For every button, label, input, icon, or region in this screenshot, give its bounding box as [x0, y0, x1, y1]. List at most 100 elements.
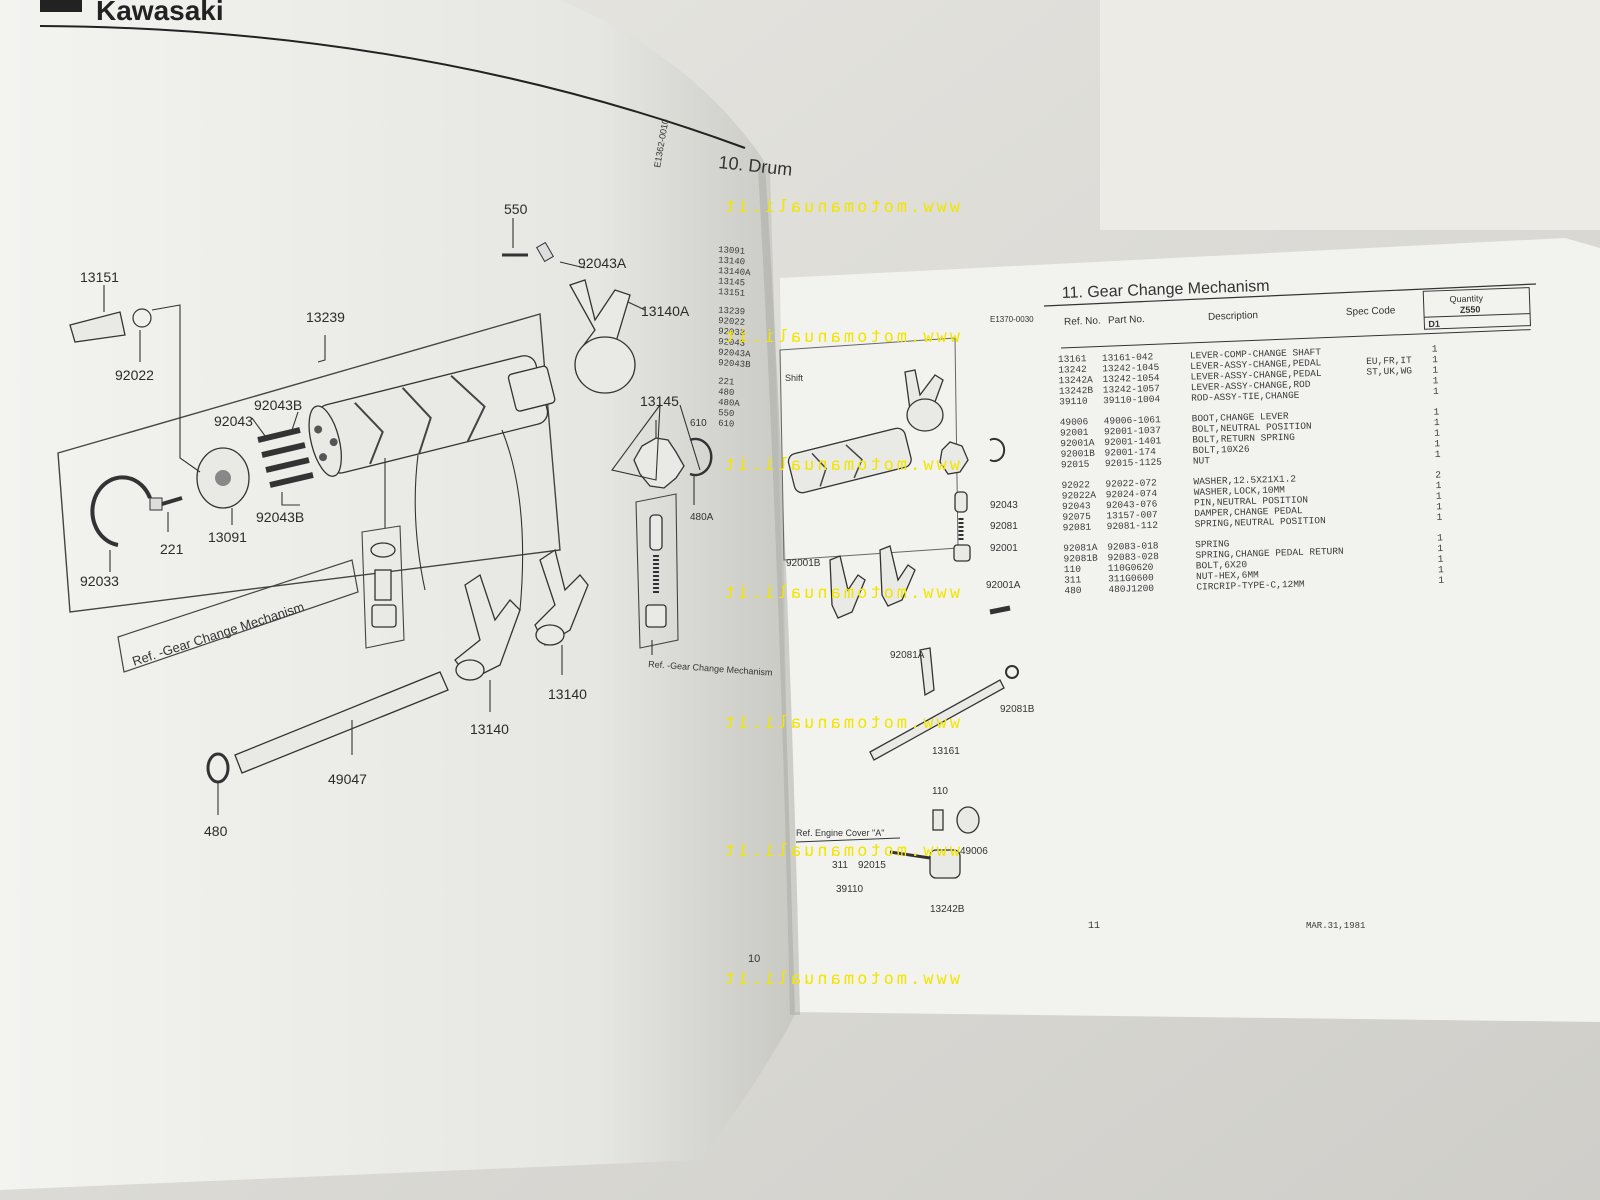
partial-row: 13151 — [718, 287, 746, 299]
cell-qty: 1 — [1438, 554, 1444, 565]
cell-qty: 1 — [1433, 375, 1439, 386]
cell-qty: 1 — [1435, 449, 1441, 460]
cell-qty: 1 — [1436, 512, 1442, 523]
cell-description: DAMPER,CHANGE PEDAL — [1194, 505, 1303, 519]
right-page-code: E1370-0030 — [990, 315, 1034, 324]
cell-description: BOLT,10X26 — [1192, 444, 1250, 457]
header-model: Z550 — [1460, 304, 1481, 315]
cell-description: CIRCRIP-TYPE-C,12MM — [1196, 579, 1305, 593]
header-quantity: Quantity — [1449, 293, 1483, 304]
ref-13140-a: 13140 — [470, 721, 509, 737]
cell-part-no: 92083-018 — [1107, 540, 1159, 552]
ref-49047: 49047 — [328, 771, 367, 787]
partial-row: 92022 — [718, 316, 746, 328]
partial-row: 92043A — [718, 348, 752, 360]
header-rule — [39, 25, 746, 149]
header-sub: D1 — [1428, 319, 1440, 329]
partial-row: 92033 — [718, 327, 746, 339]
cell-part-no: 92001-1037 — [1104, 425, 1161, 438]
ref-r-311: 311 — [832, 860, 848, 871]
ref-13140A: 13140A — [641, 303, 690, 319]
engine-cover-rule — [795, 837, 901, 843]
circlip-610 — [689, 437, 713, 477]
partial-row: 550 — [718, 408, 735, 419]
cell-ref: 39110 — [1059, 396, 1088, 408]
cell-qty: 1 — [1438, 564, 1444, 575]
cell-description: SPRING — [1195, 538, 1230, 550]
page-gutter-shadow — [758, 165, 800, 1015]
watermark-text: www.motomanuali.it — [722, 583, 960, 603]
cell-description: BOLT,RETURN SPRING — [1192, 432, 1295, 446]
cell-description: LEVER-ASSY-CHANGE,PEDAL — [1190, 357, 1322, 372]
cell-description: BOLT,6X20 — [1196, 559, 1248, 571]
ref-92043: 92043 — [214, 413, 253, 429]
cell-ref: 92001 — [1060, 427, 1089, 439]
ref-13091: 13091 — [208, 529, 247, 545]
cell-qty: 1 — [1434, 428, 1440, 439]
cell-part-no: 92015-1125 — [1105, 457, 1163, 470]
cell-description: SPRING,NEUTRAL POSITION — [1194, 515, 1325, 530]
cell-ref: 480 — [1064, 585, 1082, 596]
watermark-layer: www.motomanuali.itwww.motomanuali.itwww.… — [722, 197, 960, 989]
shift-label: Shift — [785, 373, 804, 383]
circlip-92033 — [90, 475, 152, 547]
cell-ref: 13242 — [1058, 364, 1087, 376]
spring-13151 — [69, 311, 126, 343]
cell-qty: 1 — [1432, 354, 1438, 365]
shaft-49047 — [234, 671, 449, 774]
brand-mark — [40, 0, 82, 12]
partial-row: 13091 — [718, 245, 746, 257]
cell-description: LEVER-ASSY-CHANGE,ROD — [1191, 379, 1311, 393]
neutral-pin-assembly — [635, 493, 679, 649]
cell-part-no: 92043-076 — [1106, 499, 1158, 511]
partial-row: 92043B — [718, 358, 752, 370]
neutral-switch-assembly — [361, 525, 405, 649]
cell-ref: 92075 — [1062, 511, 1091, 523]
cell-qty: 1 — [1434, 438, 1440, 449]
pins-92043 — [257, 427, 314, 488]
bolt-221 — [149, 496, 183, 511]
cell-part-no: 92022-072 — [1105, 477, 1157, 489]
ref-13239: 13239 — [306, 309, 345, 325]
watermark-text: www.motomanuali.it — [722, 713, 960, 733]
left-partial-table: 130911314013140A131451315113239920229203… — [718, 245, 752, 430]
cell-ref: 110 — [1064, 564, 1082, 575]
ref-92033: 92033 — [80, 573, 119, 589]
partial-row: 92043 — [718, 337, 746, 349]
ref-13140-b: 13140 — [548, 686, 587, 702]
ref-r-92001A: 92001A — [986, 580, 1021, 591]
partial-row: 13140 — [718, 256, 746, 268]
cell-part-no: 39110-1004 — [1103, 394, 1161, 407]
cell-qty: 1 — [1433, 386, 1439, 397]
shift-fork-13140-b — [534, 548, 589, 646]
right-page-date: MAR.31,1981 — [1306, 921, 1365, 931]
cell-ref: 92022 — [1061, 479, 1090, 491]
partial-row: 13145 — [718, 277, 746, 289]
partial-row: 480A — [718, 398, 741, 410]
ref-r-13161: 13161 — [932, 746, 960, 757]
cell-qty: 1 — [1436, 480, 1442, 491]
ref-13151: 13151 — [80, 269, 119, 285]
cell-part-no: 311G0600 — [1108, 572, 1154, 584]
partial-row: 480 — [718, 387, 735, 398]
partial-row: 13239 — [718, 306, 746, 318]
cell-ref: 311 — [1064, 574, 1082, 585]
shift-fork-13140A — [569, 279, 636, 394]
cell-part-no: 92024-074 — [1106, 488, 1158, 500]
cell-description: BOOT,CHANGE LEVER — [1192, 411, 1289, 425]
cell-qty: 1 — [1432, 365, 1438, 376]
cell-ref: 92081A — [1063, 542, 1098, 554]
